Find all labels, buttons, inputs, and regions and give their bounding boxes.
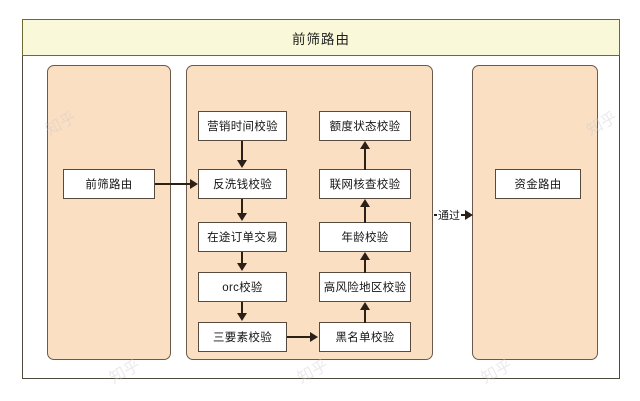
node-orc-check[interactable]: orc校验 <box>198 272 287 302</box>
diagram-title-band: 前筛路由 <box>22 19 620 56</box>
node-online-verification-check[interactable]: 联网核查校验 <box>319 169 411 199</box>
connector-mkt-time-to-aml <box>241 141 243 161</box>
lane-pre-screen-route <box>47 65 171 360</box>
arrowhead-online-verification-to-quota <box>360 141 370 149</box>
arrowhead-aml-to-in-transit <box>237 213 247 221</box>
arrowhead-orc-to-three-element <box>237 313 247 321</box>
arrowhead-mkt-time-to-aml <box>237 160 247 168</box>
node-marketing-time-check[interactable]: 营销时间校验 <box>198 111 287 141</box>
node-age-check[interactable]: 年龄校验 <box>319 222 411 252</box>
connector-online-verification-to-quota <box>364 143 366 170</box>
connector-orc-to-three-element <box>241 302 243 314</box>
connector-aml-to-in-transit <box>241 199 243 214</box>
arrowhead-in-transit-to-orc <box>237 263 247 271</box>
arrowhead-age-to-online-verification <box>360 199 370 207</box>
connector-high-risk-to-age <box>364 254 366 273</box>
connector-in-transit-to-orc <box>241 252 243 264</box>
node-pre-screen-route[interactable]: 前筛路由 <box>63 169 155 199</box>
connector-three-element-to-blacklist <box>287 336 311 338</box>
arrowhead-high-risk-to-age <box>360 252 370 260</box>
node-three-element-check[interactable]: 三要素校验 <box>198 322 287 352</box>
arrowhead-three-element-to-blacklist <box>310 332 318 342</box>
node-quota-status-check[interactable]: 额度状态校验 <box>319 111 411 141</box>
arrowhead-validation-to-fund-route <box>465 210 473 220</box>
arrowhead-pre-route-to-aml <box>190 179 198 189</box>
lane-fund-route <box>472 65 598 360</box>
connector-pre-route-to-aml <box>155 183 190 185</box>
connector-blacklist-to-high-risk <box>364 304 366 323</box>
node-fund-route[interactable]: 资金路由 <box>495 169 581 199</box>
page-title: 前筛路由 <box>292 31 350 47</box>
arrowhead-blacklist-to-high-risk <box>360 302 370 310</box>
node-in-transit-order-check[interactable]: 在途订单交易 <box>198 222 287 252</box>
node-anti-money-laundering-check[interactable]: 反洗钱校验 <box>198 169 287 199</box>
node-blacklist-check[interactable]: 黑名单校验 <box>319 322 411 352</box>
node-high-risk-region-check[interactable]: 高风险地区校验 <box>319 272 411 302</box>
connector-age-to-online-verification <box>364 201 366 223</box>
lane-validation-rules <box>186 65 433 360</box>
edge-label-pass: 通过 <box>437 207 461 223</box>
